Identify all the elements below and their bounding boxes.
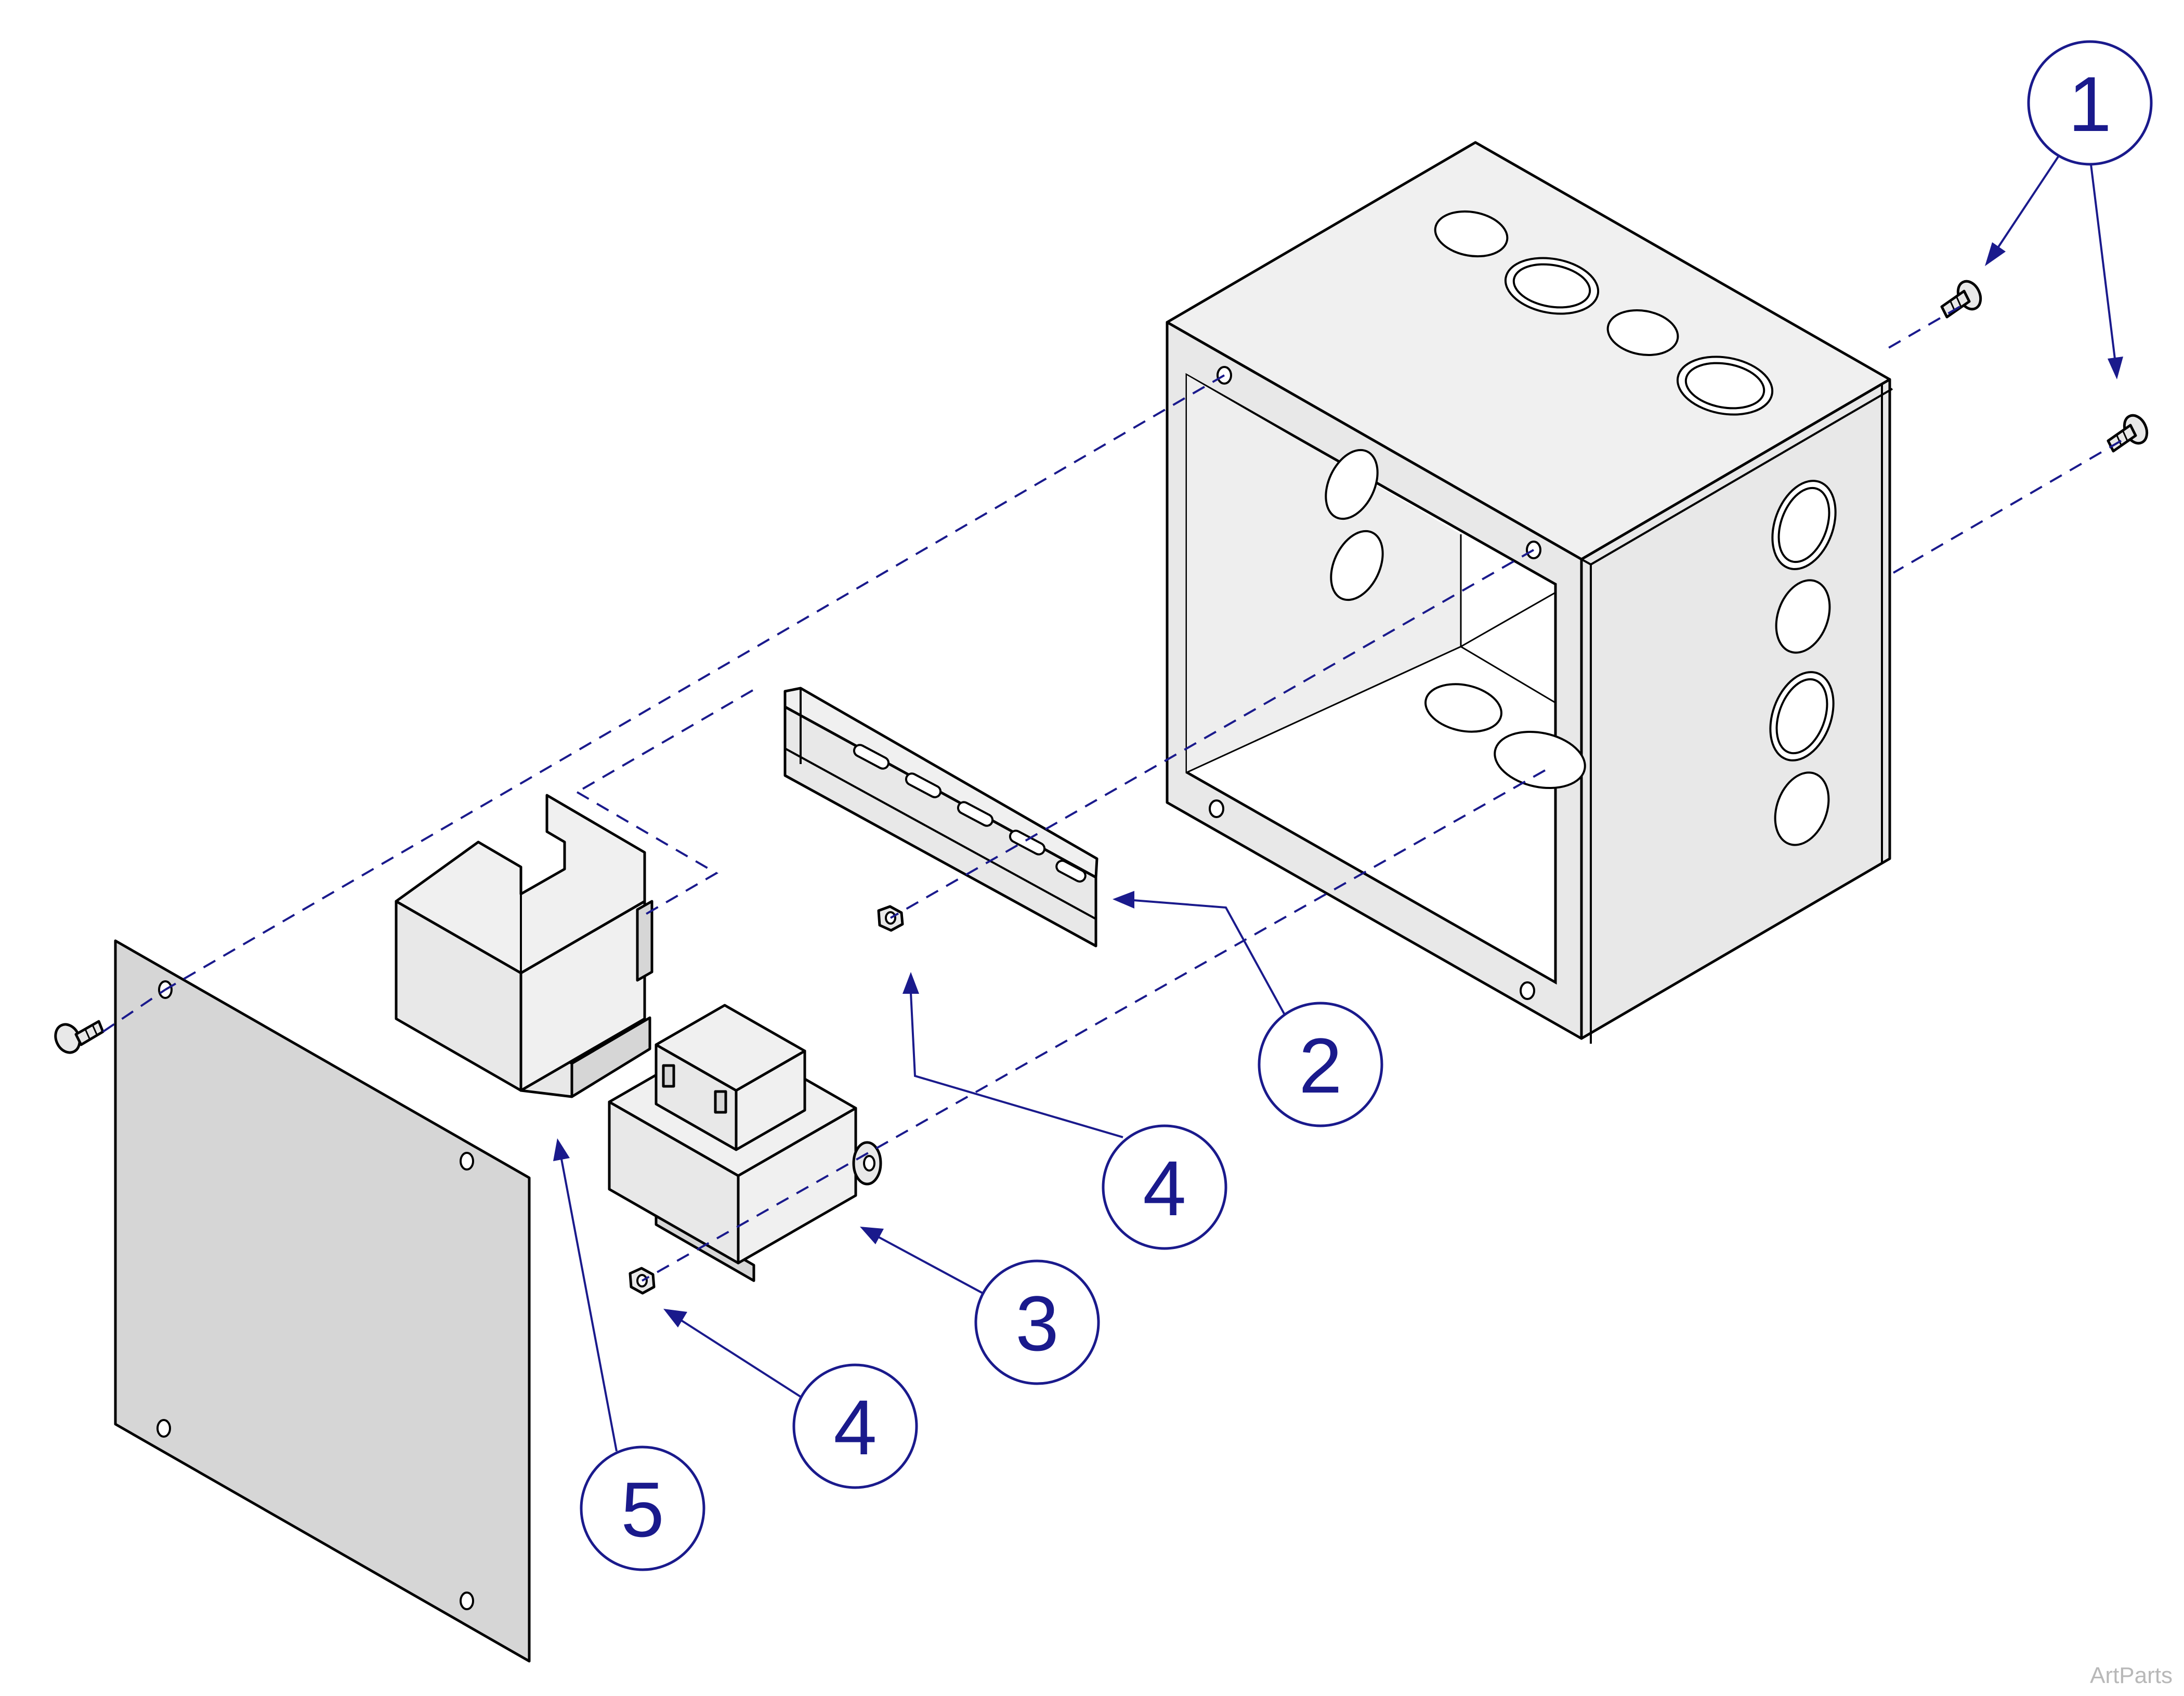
callout-number-1: 1 (2068, 60, 2111, 148)
flange-hole-bottom-right (1520, 981, 1535, 1000)
watermark-text: ArtParts (2090, 1663, 2173, 1688)
interior-knockouts (1325, 449, 1586, 790)
callout-balloon-5: 5 (580, 1445, 705, 1571)
din-rail-slots (853, 744, 1087, 883)
callout-leaders (553, 155, 2123, 1452)
side-knockouts (1769, 480, 1837, 846)
callout-balloon-4-upper: 4 (1102, 1124, 1227, 1250)
relay-module (395, 794, 653, 1098)
enclosure-box (1166, 141, 1893, 1044)
screw-left (54, 1020, 104, 1054)
callout-balloon-2: 2 (1258, 1002, 1383, 1127)
callout-number-5: 5 (621, 1466, 664, 1553)
callout-number-2: 2 (1299, 1022, 1342, 1109)
assembly-guide-lines (102, 306, 2122, 1282)
nut-lower (629, 1267, 656, 1295)
nut-upper (877, 905, 904, 932)
din-rail (783, 687, 1098, 948)
screw-top-right (1940, 280, 1982, 319)
screw-right (2107, 414, 2149, 453)
flange-hole-bottom-left (1209, 799, 1224, 818)
callout-balloon-3: 3 (974, 1259, 1100, 1385)
callout-number-4-lower: 4 (833, 1384, 877, 1471)
callout-balloon-1: 1 (2027, 40, 2153, 166)
callout-number-3: 3 (1015, 1280, 1058, 1367)
callout-number-4-upper: 4 (1143, 1145, 1186, 1232)
callout-balloon-4-lower: 4 (792, 1363, 918, 1489)
top-knockouts (1434, 210, 1774, 416)
cover-plate (114, 939, 531, 1663)
